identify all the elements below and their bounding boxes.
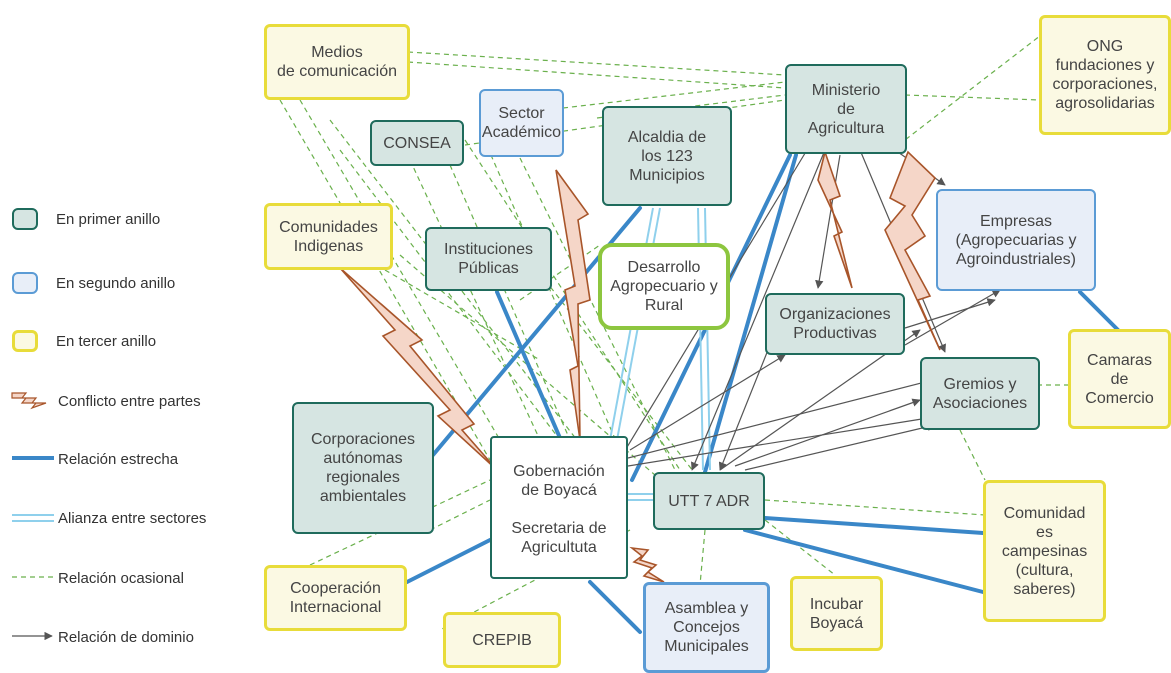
node-consea: CONSEA — [370, 120, 464, 166]
legend-label-dominance: Relación de dominio — [58, 628, 194, 646]
node-desarrollo-agropecuario: Desarrollo Agropecuario y Rural — [598, 243, 730, 330]
node-medios: Medios de comunicación — [264, 24, 410, 100]
node-asamblea: Asamblea y Concejos Municipales — [643, 582, 770, 673]
node-alcaldia: Alcaldia de los 123 Municipios — [602, 106, 732, 206]
legend-dominance: Relación de dominio — [58, 626, 194, 648]
legend-label-conflict: Conflicto entre partes — [58, 392, 201, 410]
ring1-swatch — [12, 208, 38, 230]
ring3-swatch — [12, 330, 38, 352]
node-instituciones-publicas: Instituciones Públicas — [425, 227, 552, 291]
node-camaras: Camaras de Comercio — [1068, 329, 1171, 429]
node-organizaciones-productivas: Organizaciones Productivas — [765, 293, 905, 355]
node-incubar: Incubar Boyacá — [790, 576, 883, 651]
node-utt: UTT 7 ADR — [653, 472, 765, 530]
legend-ring2: En segundo anillo — [10, 272, 175, 294]
legend-close: Relación estrecha — [58, 448, 178, 470]
legend-label-ring3: En tercer anillo — [56, 332, 157, 350]
node-empresas: Empresas (Agropecuarias y Agroindustrial… — [936, 189, 1096, 291]
legend-ring1: En primer anillo — [10, 208, 160, 230]
node-cooperacion: Cooperación Internacional — [264, 565, 407, 631]
node-ministerio: Ministerio de Agricultura — [785, 64, 907, 154]
legend-alliance: Alianza entre sectores — [58, 507, 206, 529]
legend-label-ring1: En primer anillo — [56, 210, 161, 228]
node-comunidad-campesinas: Comunidad es campesinas (cultura, sabere… — [983, 480, 1106, 622]
node-crepib: CREPIB — [443, 612, 561, 668]
node-gobernacion: Gobernación de Boyacá Secretaria de Agri… — [490, 436, 628, 579]
legend-label-close: Relación estrecha — [58, 450, 179, 468]
node-gremios: Gremios y Asociaciones — [920, 357, 1040, 430]
node-sector-academico: Sector Académico — [479, 89, 564, 157]
node-corporaciones: Corporaciones autónomas regionales ambie… — [292, 402, 434, 534]
legend-label-ring2: En segundo anillo — [56, 274, 176, 292]
legend-label-alliance: Alianza entre sectores — [58, 509, 207, 527]
legend-symbols — [11, 392, 54, 641]
legend-label-occasional: Relación ocasional — [58, 569, 184, 587]
node-comunidades-indigenas: Comunidades Indigenas — [264, 203, 393, 270]
legend-ring3: En tercer anillo — [10, 330, 156, 352]
legend-conflict: Conflicto entre partes — [58, 390, 201, 412]
legend-occasional: Relación ocasional — [58, 567, 184, 589]
node-ong: ONG fundaciones y corporaciones, agrosol… — [1039, 15, 1171, 135]
ring2-swatch — [12, 272, 38, 294]
